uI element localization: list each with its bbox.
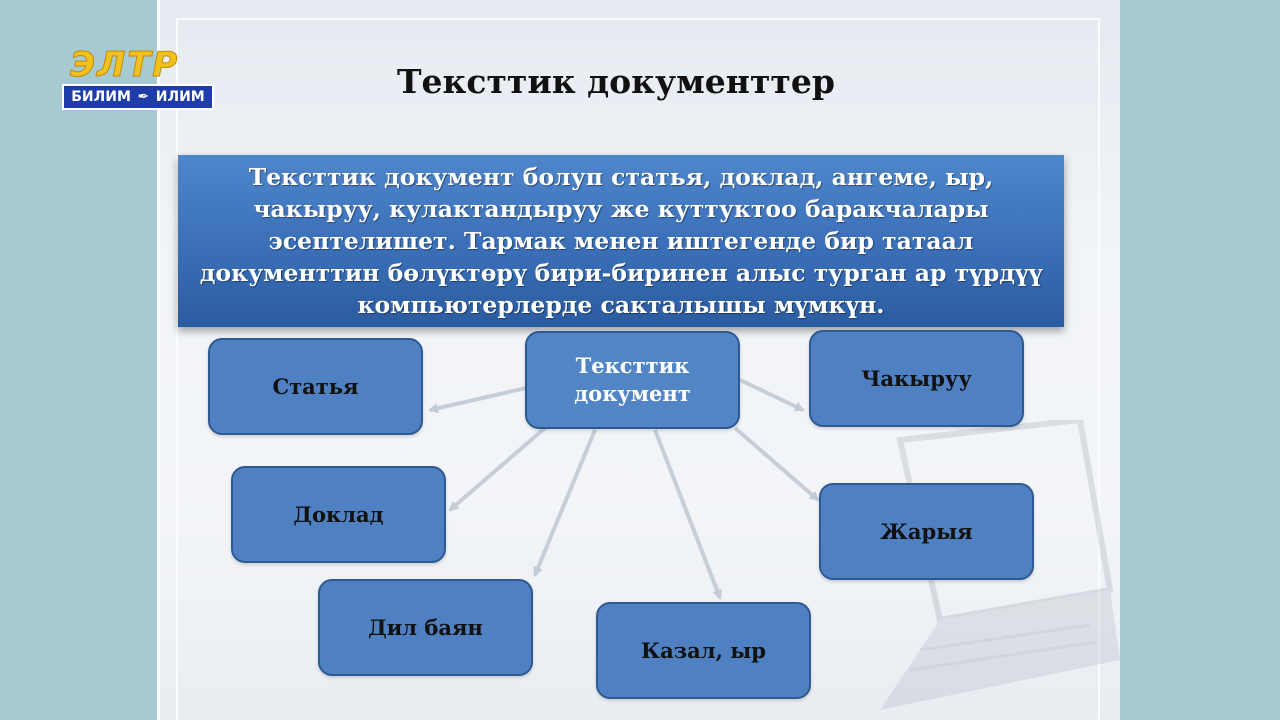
- channel-logo: ЭЛТР БИЛИМ ✒ ИЛИМ: [62, 46, 214, 112]
- arrow-to-doklad: [448, 426, 547, 512]
- node-chakyruu: Чакыруу: [809, 330, 1024, 427]
- node-chakyruu-label: Чакыруу: [861, 365, 972, 391]
- left-background-panel: [0, 0, 155, 720]
- node-center: Тексттик документ: [525, 331, 740, 429]
- description-banner: Тексттик документ болуп статья, доклад, …: [178, 155, 1064, 327]
- logo-title: ЭЛТР: [70, 45, 180, 85]
- node-zharyya-label: Жарыя: [880, 518, 973, 544]
- node-kazal-yr: Казал, ыр: [596, 602, 811, 699]
- slide-title: Тексттик документтер: [397, 62, 835, 101]
- logo-right-word: ИЛИМ: [155, 89, 205, 105]
- node-center-label: Тексттик документ: [574, 353, 691, 406]
- arrow-to-chakyruu: [739, 378, 805, 412]
- arrow-to-dil-bayan: [533, 429, 597, 577]
- node-doklad-label: Доклад: [293, 501, 384, 527]
- node-statya-label: Статья: [272, 373, 359, 399]
- arrow-to-statya: [428, 386, 527, 414]
- slide-frame: [176, 18, 1100, 720]
- node-doklad: Доклад: [231, 466, 446, 563]
- arrow-to-kazal-yr: [653, 429, 722, 600]
- node-dil-bayan: Дил баян: [318, 579, 533, 676]
- arrow-to-zharyya: [733, 426, 820, 502]
- node-zharyya: Жарыя: [819, 483, 1034, 580]
- logo-left-word: БИЛИМ: [71, 89, 131, 105]
- right-background-panel: [1120, 0, 1280, 720]
- logo-bar: БИЛИМ ✒ ИЛИМ: [62, 84, 214, 110]
- description-text: Тексттик документ болуп статья, доклад, …: [199, 163, 1043, 319]
- node-kazal-yr-label: Казал, ыр: [641, 637, 766, 663]
- feather-icon: ✒: [137, 89, 150, 105]
- node-dil-bayan-label: Дил баян: [368, 614, 483, 640]
- node-statya: Статья: [208, 338, 423, 435]
